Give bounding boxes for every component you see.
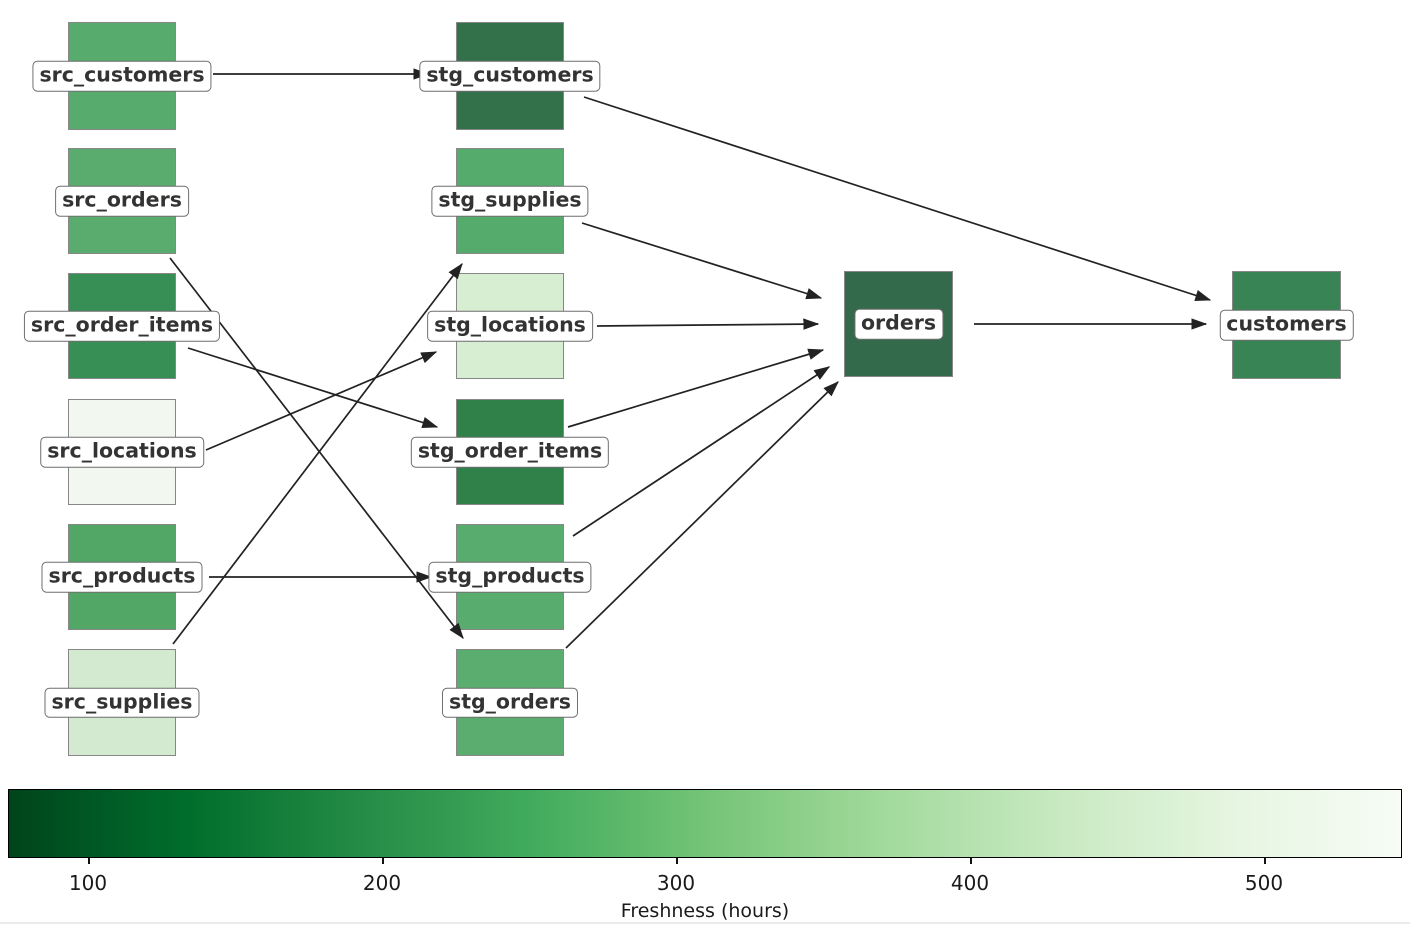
edge-layer — [169, 68, 1212, 649]
node-label-stg_orders: stg_orders — [441, 687, 579, 718]
edge-stg_locations-to-orders — [596, 318, 820, 330]
node-label-customers: customers — [1219, 309, 1354, 341]
node-label-stg_order_items: stg_order_items — [410, 436, 610, 468]
colorbar-axis-label: Freshness (hours) — [620, 900, 790, 922]
node-label-src_locations: src_locations — [40, 436, 204, 468]
node-label-stg_supplies: stg_supplies — [431, 185, 589, 217]
node-label-stg_products: stg_products — [428, 561, 592, 593]
node-label-src_products: src_products — [41, 561, 203, 593]
edge-stg_orders-to-orders — [565, 381, 839, 649]
node-label-src_orders: src_orders — [55, 185, 189, 217]
edge-stg_order_items-to-orders — [567, 348, 825, 428]
edge-src_locations-to-stg_locations — [205, 351, 438, 451]
colorbar-tick-500 — [1264, 858, 1266, 864]
colorbar-tick-label-200: 200 — [362, 871, 402, 895]
node-label-src_customers: src_customers — [32, 60, 212, 92]
figure-bottom-divider — [0, 922, 1410, 924]
edge-stg_products-to-orders — [572, 366, 831, 537]
node-label-orders: orders — [853, 308, 944, 340]
edge-src_order_items-to-stg_order_items — [187, 347, 439, 429]
colorbar-tick-400 — [970, 858, 972, 864]
colorbar-gradient — [8, 789, 1402, 858]
edge-stg_customers-to-customers — [583, 96, 1212, 301]
colorbar-tick-label-300: 300 — [656, 871, 696, 895]
colorbar-tick-200 — [382, 858, 384, 864]
node-label-stg_locations: stg_locations — [427, 310, 593, 342]
node-label-src_order_items: src_order_items — [23, 310, 221, 342]
colorbar-tick-label-400: 400 — [950, 871, 990, 895]
node-label-src_supplies: src_supplies — [44, 687, 200, 718]
edge-src_supplies-to-stg_supplies — [172, 262, 463, 645]
colorbar-tick-100 — [88, 858, 90, 864]
colorbar-tick-300 — [676, 858, 678, 864]
edge-stg_supplies-to-orders — [581, 222, 823, 300]
colorbar-tick-label-500: 500 — [1244, 871, 1284, 895]
colorbar-tick-label-100: 100 — [68, 871, 108, 895]
node-label-stg_customers: stg_customers — [419, 60, 601, 92]
